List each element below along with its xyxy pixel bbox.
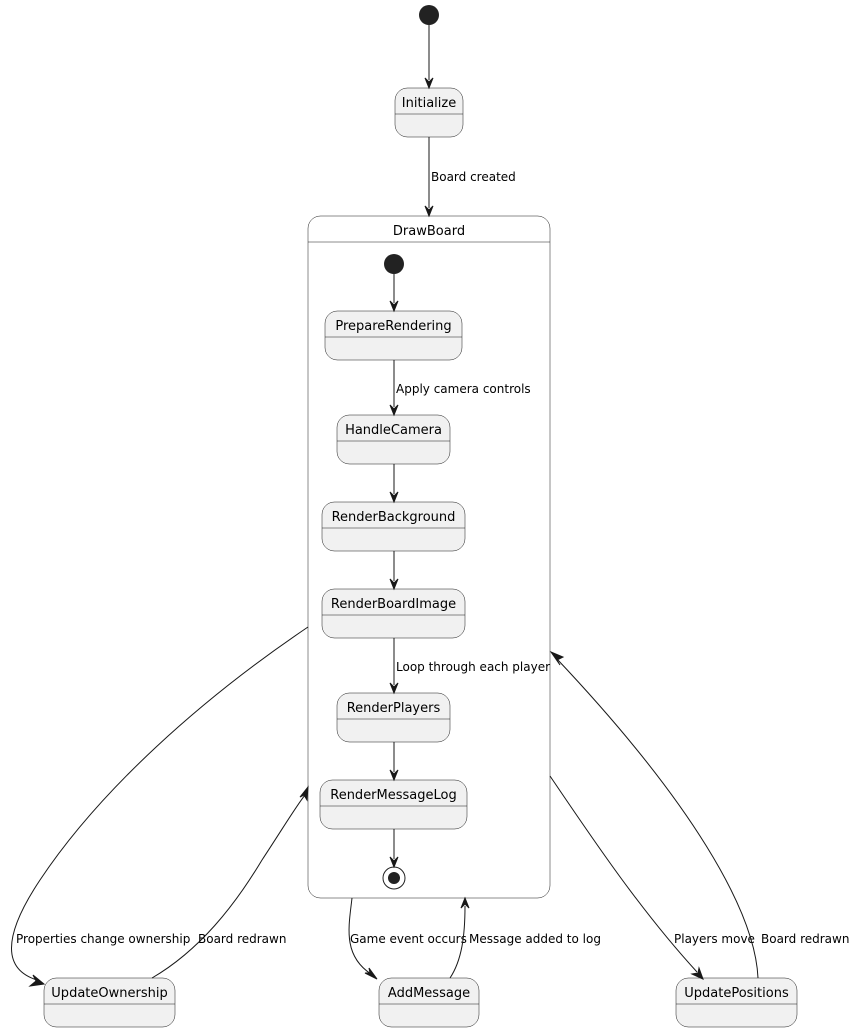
state-renderplayers-label: RenderPlayers — [347, 701, 441, 716]
transition-label-loop-through-each-player: Loop through each player — [396, 660, 550, 674]
transition-updatepositions-to-drawboard: Board redrawn — [549, 650, 849, 979]
state-rendermessagelog: RenderMessageLog — [319, 779, 468, 830]
state-initialize-label: Initialize — [402, 96, 456, 111]
drawboard-initial-pseudo-state — [384, 254, 404, 274]
state-addmessage-label: AddMessage — [388, 986, 470, 1001]
transition-label-board-redrawn-ownership: Board redrawn — [198, 932, 286, 946]
state-renderplayers: RenderPlayers — [336, 692, 451, 743]
state-renderbackground: RenderBackground — [321, 501, 466, 552]
transition-label-players-move: Players move — [674, 932, 755, 946]
transition-renderplayers-to-rendermessagelog — [389, 742, 399, 782]
transition-addmessage-to-drawboard: Message added to log — [449, 896, 601, 979]
transition-handlecamera-to-renderbackground — [389, 464, 399, 504]
transition-label-game-event-occurs: Game event occurs — [350, 932, 467, 946]
state-handlecamera-label: HandleCamera — [345, 423, 442, 438]
transition-drawboard-to-updatepositions: Players move — [549, 775, 755, 980]
state-updatepositions: UpdatePositions — [675, 977, 798, 1028]
transition-renderboardimage-to-renderplayers: Loop through each player — [389, 638, 550, 695]
transition-label-board-redrawn-positions: Board redrawn — [761, 932, 849, 946]
initial-pseudo-state — [419, 5, 439, 25]
state-updateownership-label: UpdateOwnership — [51, 986, 167, 1001]
state-preparerendering: PrepareRendering — [324, 310, 463, 361]
state-preparerendering-label: PrepareRendering — [335, 319, 451, 334]
transition-label-apply-camera-controls: Apply camera controls — [396, 382, 531, 396]
state-updatepositions-label: UpdatePositions — [684, 986, 789, 1001]
transition-label-properties-change-ownership: Properties change ownership — [16, 932, 190, 946]
transition-inner-start-to-preparerendering — [389, 274, 399, 313]
state-renderbackground-label: RenderBackground — [332, 510, 456, 525]
state-handlecamera: HandleCamera — [336, 414, 451, 465]
transition-renderbackground-to-renderboardimage — [389, 551, 399, 591]
transition-updateownership-to-drawboard: Board redrawn — [151, 785, 309, 979]
state-updateownership: UpdateOwnership — [43, 977, 176, 1028]
state-addmessage: AddMessage — [378, 977, 480, 1028]
transition-drawboard-to-updateownership: Properties change ownership — [11, 626, 309, 987]
transition-label-board-created: Board created — [431, 170, 516, 184]
state-initialize: Initialize — [394, 87, 464, 138]
transition-initialize-to-drawboard: Board created — [424, 137, 516, 218]
transition-drawboard-to-addmessage: Game event occurs — [348, 897, 467, 980]
state-drawboard-label: DrawBoard — [393, 224, 465, 239]
state-renderboardimage: RenderBoardImage — [321, 588, 466, 639]
state-rendermessagelog-label: RenderMessageLog — [330, 788, 456, 803]
transition-preparerendering-to-handlecamera: Apply camera controls — [389, 360, 531, 417]
transition-label-message-added-to-log: Message added to log — [469, 932, 601, 946]
transition-rendermessagelog-to-final — [389, 829, 399, 869]
state-renderboardimage-label: RenderBoardImage — [331, 597, 456, 612]
transition-start-to-initialize — [424, 25, 434, 90]
